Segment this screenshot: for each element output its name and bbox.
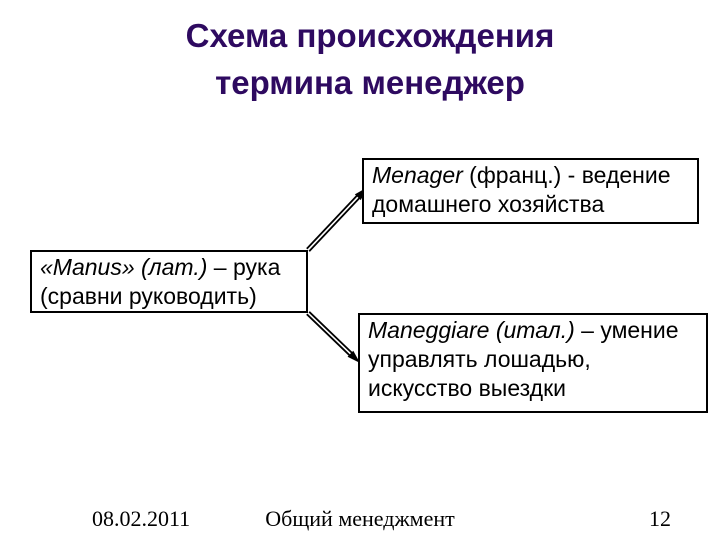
manus-box-line-2: (сравни руководить)	[40, 283, 257, 309]
slide-title: Схема происхождения термина менеджер	[0, 12, 720, 106]
manus-box: «Manus» (лат.) – рука (сравни руководить…	[30, 250, 308, 313]
footer-page-number: 12	[649, 506, 671, 531]
menager-term: Menager	[372, 162, 463, 188]
footer-date: 08.02.2011	[92, 506, 191, 531]
footer-course-title: Общий менеджмент	[265, 506, 455, 531]
arrow-manus-to-menager-icon	[306, 187, 367, 252]
maneggiare-term: Maneggiare (итал.)	[368, 317, 575, 343]
maneggiare-box-line-1: Maneggiare (итал.) – умение	[368, 316, 698, 345]
slide-title-line-1: Схема происхождения	[185, 17, 555, 54]
manus-box-line-1: «Manus» (лат.) – рука	[40, 253, 298, 282]
menager-definition: (франц.) - ведение	[462, 162, 671, 188]
manus-term: «Manus» (лат.)	[40, 254, 208, 280]
maneggiare-box-line-2: управлять лошадью,	[368, 346, 591, 372]
menager-box: Menager (франц.) - ведение домашнего хоз…	[362, 158, 699, 224]
slide-title-line-2: термина менеджер	[215, 64, 525, 101]
maneggiare-box-line-3: искусство выездки	[368, 375, 566, 401]
arrow-manus-to-maneggiare-icon	[306, 311, 360, 363]
manus-definition: – рука	[207, 254, 281, 280]
maneggiare-box: Maneggiare (итал.) – умение управлять ло…	[358, 313, 708, 413]
menager-box-line-1: Menager (франц.) - ведение	[372, 161, 689, 190]
maneggiare-definition: – умение	[574, 317, 679, 343]
menager-box-line-2: домашнего хозяйства	[372, 191, 605, 217]
